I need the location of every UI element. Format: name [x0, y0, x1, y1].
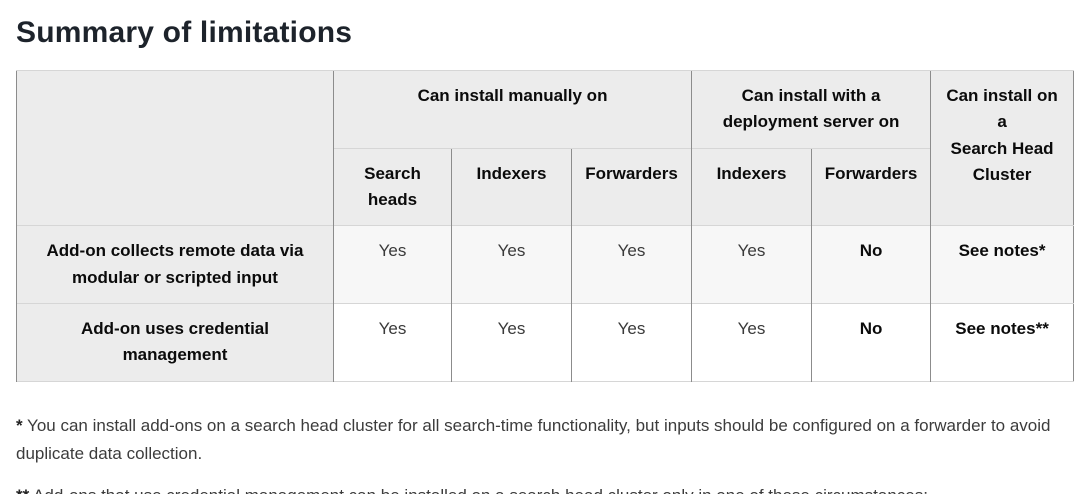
cell-value: No	[811, 225, 931, 304]
header-group-install-manually: Can install manually on	[332, 70, 692, 149]
cell-value: Yes	[691, 303, 812, 382]
row-label-credential-management: Add-on uses credential management	[16, 303, 334, 382]
row-label-modular-input: Add-on collects remote data via modular …	[16, 225, 334, 304]
cell-value: Yes	[333, 225, 452, 304]
subheader-search-heads: Search heads	[333, 147, 452, 226]
limitations-table: Can install manually on Can install with…	[16, 69, 1075, 382]
footnote-marker: **	[16, 486, 29, 494]
header-group-search-head-cluster: Can install on a Search Head Cluster	[930, 69, 1074, 226]
cell-value: Yes	[451, 225, 572, 304]
cell-value: No	[811, 303, 931, 382]
cell-value: Yes	[570, 303, 692, 382]
footnote-credential-management: ** Add-ons that use credential managemen…	[16, 482, 1073, 494]
header-group-deployment-server: Can install with a deployment server on	[691, 70, 931, 149]
footnote-search-head-cluster: * You can install add-ons on a search he…	[16, 412, 1073, 468]
subheader-forwarders-deployment: Forwarders	[811, 147, 931, 226]
subheader-forwarders-manual: Forwarders	[570, 147, 692, 226]
cell-value-see-notes: See notes**	[930, 303, 1074, 382]
page-title: Summary of limitations	[16, 16, 353, 49]
table-row: Add-on collects remote data via modular …	[16, 225, 1074, 304]
subheader-indexers-manual: Indexers	[451, 147, 572, 226]
cell-value: Yes	[570, 225, 692, 304]
table-row: Add-on uses credential management Yes Ye…	[16, 303, 1074, 382]
cell-value: Yes	[451, 303, 572, 382]
cell-value-see-notes: See notes*	[930, 225, 1074, 304]
footnotes-section: * You can install add-ons on a search he…	[16, 412, 1073, 494]
table-corner-cell	[16, 69, 334, 226]
footnote-text: Add-ons that use credential management c…	[33, 486, 928, 494]
subheader-indexers-deployment: Indexers	[691, 147, 812, 226]
table-header-row-subheaders: Search heads Indexers Forwarders Indexer…	[17, 147, 1074, 226]
footnote-marker: *	[16, 415, 23, 435]
cell-value: Yes	[333, 303, 452, 382]
table-header-row-groups: Can install manually on Can install with…	[16, 69, 1074, 226]
footnote-text: You can install add-ons on a search head…	[16, 415, 1051, 463]
cell-value: Yes	[691, 225, 812, 304]
